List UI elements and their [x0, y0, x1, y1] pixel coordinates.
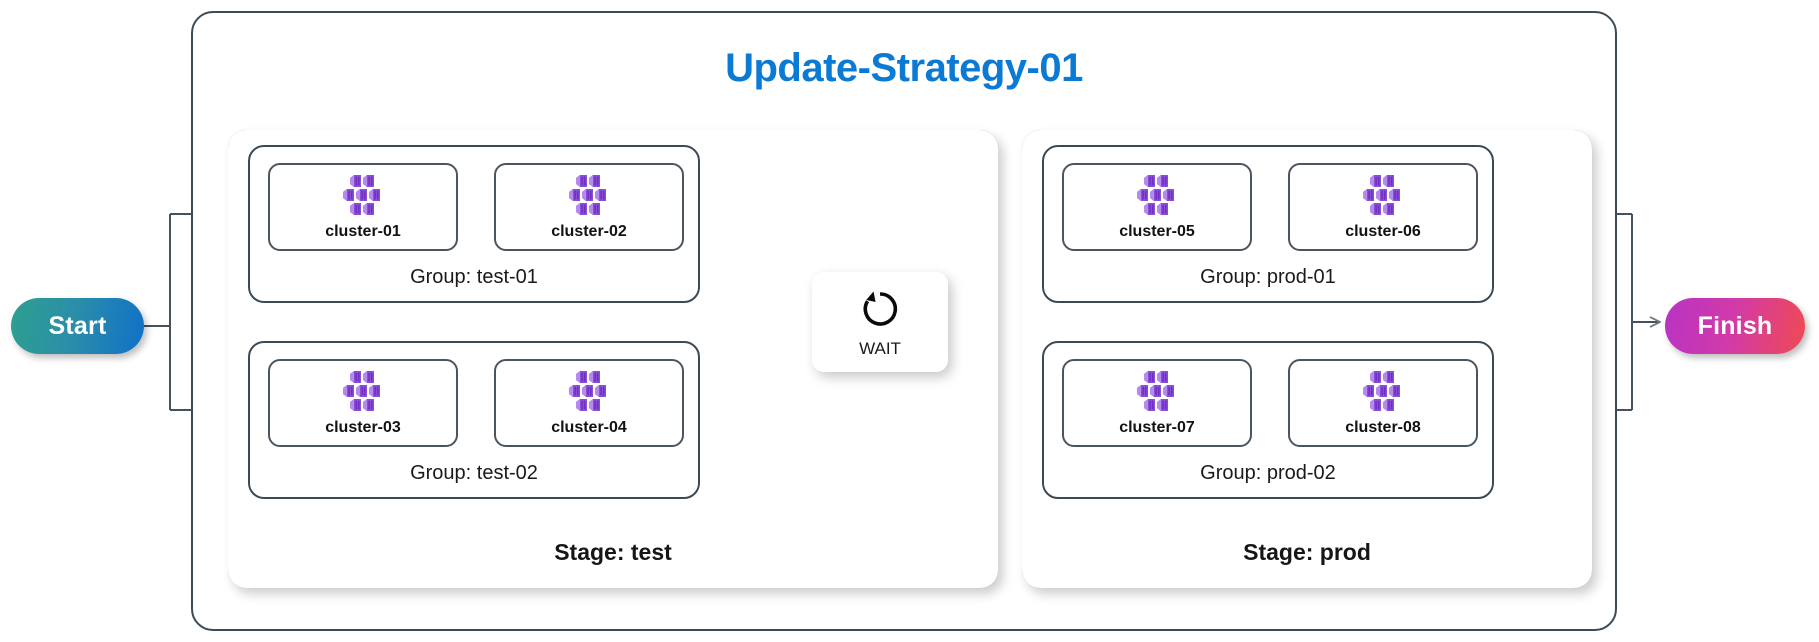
cluster-label: cluster-04	[551, 419, 627, 436]
page-title: Update-Strategy-01	[725, 46, 1083, 90]
group-label: Group: test-01	[410, 266, 538, 288]
start-label: Start	[48, 311, 107, 340]
eks-cluster-icon	[1357, 173, 1409, 217]
wait-label: WAIT	[859, 338, 901, 358]
group-label: Group: prod-02	[1200, 462, 1336, 484]
group-test-02[interactable]: cluster-03	[248, 341, 700, 499]
cluster-node-cluster-04[interactable]: cluster-04	[494, 359, 684, 447]
cluster-node-cluster-02[interactable]: cluster-02	[494, 163, 684, 251]
cluster-label: cluster-03	[325, 419, 401, 436]
group-prod-02[interactable]: cluster-07	[1042, 341, 1494, 499]
cluster-label: cluster-08	[1345, 419, 1421, 436]
cluster-node-cluster-03[interactable]: cluster-03	[268, 359, 458, 447]
cluster-label: cluster-02	[551, 223, 627, 240]
cluster-node-cluster-06[interactable]: cluster-06	[1288, 163, 1478, 251]
cluster-label: cluster-06	[1345, 223, 1421, 240]
stage-prod[interactable]: cluster-05	[1022, 130, 1592, 588]
cluster-node-cluster-08[interactable]: cluster-08	[1288, 359, 1478, 447]
cluster-node-cluster-01[interactable]: cluster-01	[268, 163, 458, 251]
eks-cluster-icon	[337, 369, 389, 413]
eks-cluster-icon	[1131, 173, 1183, 217]
stage-label: Stage: test	[554, 539, 672, 565]
cluster-label: cluster-01	[325, 223, 401, 240]
eks-cluster-icon	[337, 173, 389, 217]
cluster-label: cluster-07	[1119, 419, 1195, 436]
group-label: Group: prod-01	[1200, 266, 1336, 288]
stage-test-body: cluster-01	[228, 130, 998, 588]
eks-cluster-icon	[563, 173, 615, 217]
finish-label: Finish	[1697, 311, 1773, 340]
finish-node[interactable]: Finish	[1665, 298, 1805, 354]
eks-cluster-icon	[563, 369, 615, 413]
group-prod-01[interactable]: cluster-05	[1042, 145, 1494, 303]
stage-test[interactable]: cluster-01	[228, 130, 998, 588]
group-label: Group: test-02	[410, 462, 538, 484]
eks-cluster-icon	[1131, 369, 1183, 413]
cluster-node-cluster-05[interactable]: cluster-05	[1062, 163, 1252, 251]
wait-node[interactable]: WAIT	[812, 272, 948, 372]
cluster-node-cluster-07[interactable]: cluster-07	[1062, 359, 1252, 447]
group-test-01[interactable]: cluster-01	[248, 145, 700, 303]
stage-label: Stage: prod	[1243, 539, 1371, 565]
start-node[interactable]: Start	[11, 298, 144, 354]
stage-prod-body: cluster-05	[1022, 130, 1592, 588]
refresh-counterclockwise-icon	[857, 286, 903, 337]
eks-cluster-icon	[1357, 369, 1409, 413]
cluster-label: cluster-05	[1119, 223, 1195, 240]
